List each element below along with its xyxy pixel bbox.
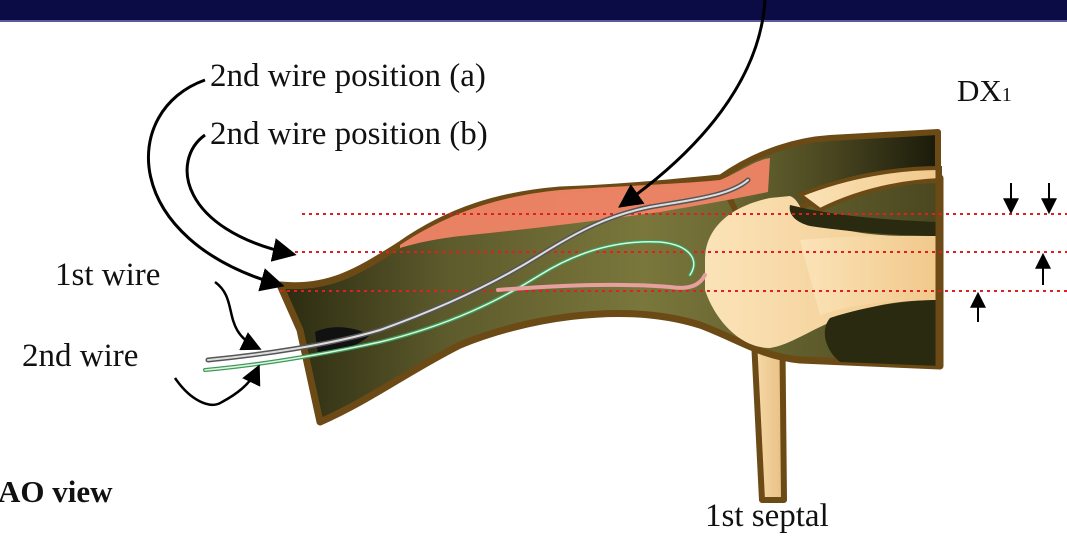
label-branch-sub: 1 — [1002, 84, 1012, 106]
curved-pointer-arrow — [215, 282, 258, 348]
label-first-wire: 1st wire — [55, 259, 160, 292]
label-branch-name: DX — [957, 73, 1002, 108]
curved-pointer-arrow — [148, 80, 280, 285]
label-septal: 1st septal — [705, 500, 829, 533]
label-branch-dx: DX1 — [957, 75, 1012, 106]
label-wire-position-b: 2nd wire position (b) — [210, 118, 488, 151]
curved-pointer-arrow — [187, 135, 292, 254]
curved-pointer-arrow — [175, 368, 258, 405]
label-wire-position-a: 2nd wire position (a) — [210, 60, 486, 93]
label-view: AO view — [0, 476, 113, 507]
label-second-wire: 2nd wire — [22, 340, 138, 373]
